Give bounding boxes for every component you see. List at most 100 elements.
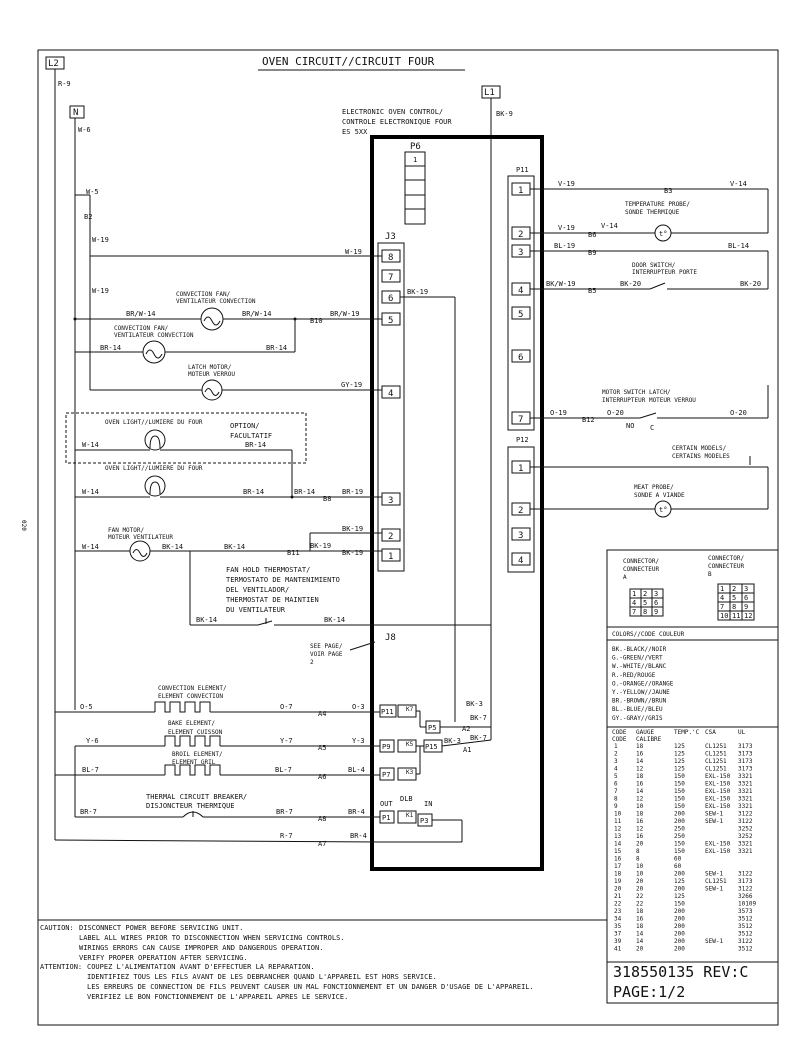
component-label: DOOR SWITCH/	[632, 262, 676, 269]
note-label: CERTAINS MODELES	[672, 453, 730, 460]
component-label: OVEN LIGHT//LUMIERE DU FOUR	[105, 465, 203, 472]
component-label: DISJONCTEUR THERMIQUE	[146, 802, 235, 810]
gauge-cell: 9	[614, 803, 618, 810]
gauge-cell: 7	[614, 788, 618, 795]
gauge-cell: EXL-150	[705, 841, 731, 848]
pin-label: 3	[518, 248, 523, 258]
gauge-cell: 41	[614, 946, 622, 953]
wire-label: V-19	[558, 180, 575, 188]
component-label: TERMOSTATO DE MANTENIMIENTO	[226, 576, 340, 584]
pin-label: 1	[518, 464, 523, 474]
fan-hold-thermostat-switch	[257, 618, 273, 626]
relay-label: P15	[425, 743, 438, 751]
caution-text: DISCONNECT POWER BEFORE SERVICING UNIT.	[79, 924, 243, 932]
pin-label: 5	[388, 316, 393, 326]
wire-label: BK-19	[310, 542, 331, 550]
option-label: FACULTATIF	[230, 432, 272, 440]
component-label: THERMOSTAT DE MAINTIEN	[226, 596, 319, 604]
gauge-cell: 17	[614, 863, 622, 870]
motor-switch-latch	[639, 412, 657, 419]
wire-label: BK-20	[740, 280, 761, 288]
grid-cell-label: 6	[744, 594, 748, 602]
wire-label: O-3	[352, 703, 365, 711]
gauge-cell: 3173	[738, 758, 753, 765]
gauge-cell: 125	[674, 878, 685, 885]
gauge-cell: 3573	[738, 908, 753, 915]
attention-text: COUPEZ L'ALIMENTATION AVANT D'EFFECTUER …	[87, 963, 315, 971]
gauge-cell: 1	[614, 743, 618, 750]
gauge-cell: 10	[636, 863, 644, 870]
connector-j8: J8	[385, 633, 396, 643]
color-code-item: O.-ORANGE//ORANGE	[612, 680, 674, 687]
connector-b-label: B	[708, 571, 712, 578]
component-label: LATCH MOTOR/	[188, 364, 232, 371]
p12-pins: 1 2 3 4	[511, 460, 531, 566]
convection-fan-motor-2	[142, 340, 166, 364]
wire-label: BR-14	[245, 441, 266, 449]
grid-cell-label: 8	[643, 608, 647, 616]
wire-label: BK-3	[444, 737, 461, 745]
gauge-cell: 23	[614, 908, 622, 915]
wire-label: BK/W-19	[546, 280, 576, 288]
attention-label: ATTENTION:	[40, 963, 82, 971]
wire-label: O-20	[607, 409, 624, 417]
wire-label: BL-7	[275, 766, 292, 774]
pin-label: 7	[388, 273, 393, 283]
wire-label: BK-19	[342, 549, 363, 557]
gauge-cell: 14	[636, 758, 644, 765]
gauge-cell: SEW-1	[705, 818, 723, 825]
relay-label: P3	[420, 817, 428, 825]
wire-label: BL-7	[82, 766, 99, 774]
component-label: MOTOR SWITCH LATCH/	[602, 389, 671, 396]
wire-label: BR/W-14	[126, 310, 156, 318]
wire-label: B11	[287, 549, 300, 557]
component-label: CONVECTION FAN/	[176, 291, 231, 298]
relay-label: P9	[382, 743, 390, 751]
gauge-cell: 125	[674, 758, 685, 765]
wire-label: BL-14	[728, 242, 749, 250]
wire-label: BL-4	[348, 766, 365, 774]
convection-fan-motor	[200, 307, 224, 331]
component-label: ELEMENT CONVECTION	[158, 693, 223, 700]
gauge-cell: 14	[614, 841, 622, 848]
caution-text: WIRINGS ERRORS CAN CAUSE IMPROPER AND DA…	[79, 944, 323, 952]
wire-label: V-14	[601, 222, 618, 230]
gauge-cell: 3512	[738, 946, 753, 953]
wire-label: BK-19	[407, 288, 428, 296]
component-label: MOTEUR VERROU	[188, 371, 235, 378]
eoc-label: ES 5XX	[342, 128, 368, 136]
gauge-cell: EXL-150	[705, 796, 731, 803]
oven-light-bulb	[144, 429, 166, 451]
gauge-cell: 16	[636, 916, 644, 923]
component-label: INTERRUPTEUR MOTEUR VERROU	[602, 397, 696, 404]
wire-label: BK-7	[470, 714, 487, 722]
relay-label: P11	[381, 708, 394, 716]
wire-label: BR-14	[243, 488, 264, 496]
wire-label: O-5	[80, 703, 93, 711]
color-code-item: W.-WHITE//BLANC	[612, 663, 667, 670]
color-code-item: Y.-YELLOW//JAUNE	[612, 689, 670, 696]
connector-b-label: CONNECTEUR	[708, 563, 745, 570]
grid-cell-label: 9	[654, 608, 658, 616]
gauge-cell: 3122	[738, 811, 753, 818]
gauge-cell: 22	[636, 893, 644, 900]
wire-label: BK-9	[496, 110, 513, 118]
gauge-cell: 18	[636, 773, 644, 780]
wire-label: W-14	[82, 543, 99, 551]
gauge-cell: 3321	[738, 781, 753, 788]
grid-cell-label: 7	[720, 603, 724, 611]
component-label: DEL VENTILADOR/	[226, 586, 289, 594]
diagram-title: OVEN CIRCUIT//CIRCUIT FOUR	[262, 55, 435, 68]
pin-label: 4	[518, 286, 523, 296]
gauge-cell: 200	[674, 871, 685, 878]
gauge-cell: 5	[614, 773, 618, 780]
gauge-cell: 200	[674, 818, 685, 825]
wire-label: A1	[463, 746, 471, 754]
relay-coil-label: K1	[406, 812, 414, 819]
drawing-border	[37, 49, 779, 1026]
gauge-cell: CL1251	[705, 743, 727, 750]
gauge-cell: CL1251	[705, 751, 727, 758]
gauge-cell: 200	[674, 946, 685, 953]
grid-cell-label: 4	[720, 594, 724, 602]
